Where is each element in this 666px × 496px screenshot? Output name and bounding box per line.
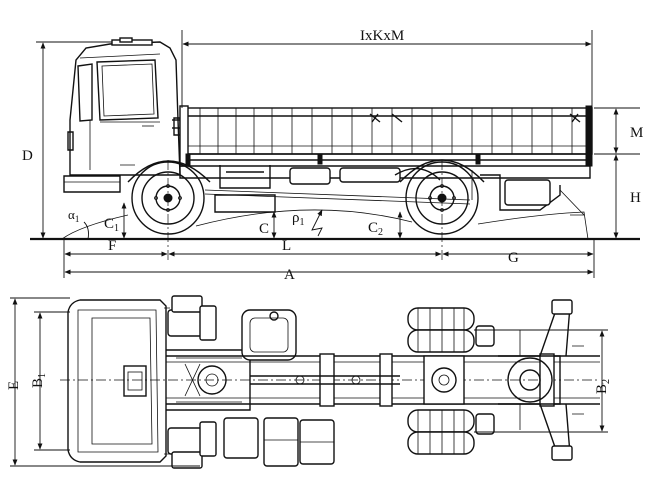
dim-e: E xyxy=(6,297,200,467)
label-f: F xyxy=(108,238,116,254)
label-c2: C2 xyxy=(368,220,383,238)
rear-end-top xyxy=(498,299,584,461)
dim-c1: C1 xyxy=(104,202,127,239)
front-axle-top xyxy=(166,349,251,411)
label-d: D xyxy=(22,148,33,164)
dim-b1: B1 xyxy=(30,311,70,451)
dim-alpha1: α1 xyxy=(68,207,89,240)
label-c: C xyxy=(259,221,269,237)
dim-a: A xyxy=(64,267,594,283)
dim-rho1: ρ1 xyxy=(292,209,323,237)
front-wheel-side xyxy=(127,160,211,235)
cab-top xyxy=(67,295,217,469)
dim-m-h: M H xyxy=(594,107,643,239)
label-e: E xyxy=(6,381,22,390)
ramp-break-curve xyxy=(195,209,413,227)
label-m: M xyxy=(630,125,643,141)
cab-side xyxy=(63,37,186,193)
dim-d: D xyxy=(22,41,112,239)
label-b1: B1 xyxy=(30,373,48,388)
dim-b2: B2 xyxy=(474,329,612,433)
departure-line xyxy=(477,211,589,240)
dim-f-l-g: F L G xyxy=(63,160,595,278)
label-h: H xyxy=(630,190,641,206)
label-b2: B2 xyxy=(594,379,612,394)
side-boxes-top xyxy=(223,417,335,467)
label-ixkxm: IxKxM xyxy=(360,28,404,44)
dim-c2: C2 xyxy=(368,211,403,239)
label-c1: C1 xyxy=(104,216,119,234)
fuel-tank-top xyxy=(241,309,297,361)
approach-line xyxy=(61,214,129,240)
label-rho1: ρ1 xyxy=(292,210,305,228)
label-l: L xyxy=(282,238,291,254)
chassis-side xyxy=(179,165,591,216)
side-view: IxKxM D M H α1 C1 C xyxy=(22,28,643,283)
top-view: E B1 B2 xyxy=(6,295,612,469)
label-alpha1: α1 xyxy=(68,207,79,224)
label-a: A xyxy=(284,267,295,283)
cargo-body-side xyxy=(179,105,593,167)
rear-axle-top xyxy=(407,307,495,455)
dim-c: C xyxy=(259,211,277,239)
dim-ixkxm: IxKxM xyxy=(181,28,593,108)
label-g: G xyxy=(508,250,519,266)
